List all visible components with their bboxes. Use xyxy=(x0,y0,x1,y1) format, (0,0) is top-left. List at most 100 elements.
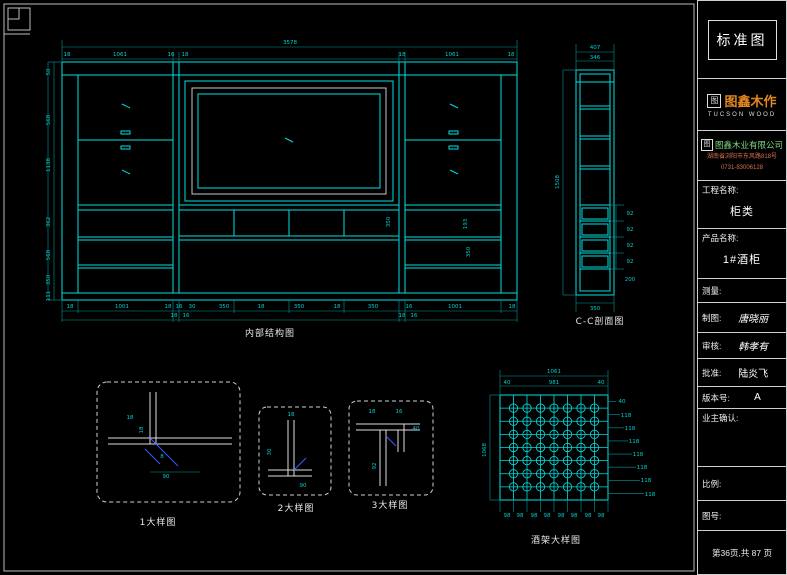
brand-logo-icon: 图 xyxy=(707,93,722,108)
field-reviewer-signature: 韩孝有 xyxy=(738,342,769,353)
field-version-label: 版本号: xyxy=(702,392,730,403)
svg-text:346: 346 xyxy=(590,55,601,61)
svg-text:118: 118 xyxy=(645,492,656,498)
svg-text:18: 18 xyxy=(67,304,74,310)
title-block: 标准图 图 图鑫木作 TUCSON WOOD 图 图鑫木业有限公司 湖南省浏阳市… xyxy=(697,0,787,575)
svg-text:18: 18 xyxy=(258,304,265,310)
svg-text:18: 18 xyxy=(399,313,406,319)
svg-text:98: 98 xyxy=(504,513,511,519)
svg-text:111: 111 xyxy=(46,291,52,302)
svg-text:18: 18 xyxy=(508,52,515,58)
svg-text:18: 18 xyxy=(334,304,341,310)
svg-text:350: 350 xyxy=(386,216,392,227)
svg-text:18: 18 xyxy=(509,304,516,310)
svg-text:200: 200 xyxy=(625,277,636,283)
svg-text:98: 98 xyxy=(571,513,578,519)
detail-3 xyxy=(348,400,434,496)
svg-text:18: 18 xyxy=(399,52,406,58)
svg-text:16: 16 xyxy=(411,313,418,319)
company-info-cell: 图 图鑫木业有限公司 湖南省浏阳市东风路818号 0731-83006128 xyxy=(698,131,786,181)
company-address: 湖南省浏阳市东风路818号 xyxy=(706,154,777,161)
brand-name-en: TUCSON WOOD xyxy=(707,112,777,118)
view-label-main: 内部结构图 xyxy=(245,327,295,339)
svg-text:118: 118 xyxy=(641,478,652,484)
svg-text:568: 568 xyxy=(46,249,52,260)
company-phone: 0731-83006128 xyxy=(720,164,764,171)
svg-text:16: 16 xyxy=(168,52,175,58)
svg-text:1068: 1068 xyxy=(482,443,488,457)
sheet-frame xyxy=(3,3,695,572)
svg-text:18: 18 xyxy=(288,412,295,418)
field-product-value: 1#酒柜 xyxy=(722,254,762,266)
field-draftsman-signature: 唐晓丽 xyxy=(738,314,769,325)
svg-text:350: 350 xyxy=(294,304,305,310)
view-label-section: C-C剖面图 xyxy=(576,315,625,327)
svg-text:18: 18 xyxy=(165,304,172,310)
field-approver: 批准: 陆炎飞 xyxy=(698,359,786,387)
page-indicator: 第36页,共 87 页 xyxy=(712,547,772,558)
svg-text:18: 18 xyxy=(369,409,376,415)
svg-text:98: 98 xyxy=(558,513,565,519)
field-product-name: 产品名称: 1#酒柜 xyxy=(698,229,786,279)
field-measure: 测量: xyxy=(698,279,786,303)
svg-text:1001: 1001 xyxy=(115,304,129,310)
winerack-detail xyxy=(499,394,644,512)
svg-text:40: 40 xyxy=(413,426,420,432)
dimension-lines xyxy=(47,40,624,501)
svg-text:118: 118 xyxy=(629,439,640,445)
svg-text:40: 40 xyxy=(619,399,626,405)
svg-text:50: 50 xyxy=(46,68,52,75)
svg-text:16: 16 xyxy=(396,409,403,415)
sheet-type-cell: 标准图 xyxy=(698,1,786,79)
svg-text:568: 568 xyxy=(46,114,52,125)
field-version: 版本号: A xyxy=(698,387,786,409)
svg-text:92: 92 xyxy=(627,243,634,249)
svg-text:3578: 3578 xyxy=(283,40,297,46)
svg-text:90: 90 xyxy=(300,483,307,489)
company-name: 图鑫木业有限公司 xyxy=(714,140,783,151)
field-owner-confirm: 业主确认: xyxy=(698,409,786,467)
brand-name: 图鑫木作 xyxy=(724,94,777,109)
section-cc xyxy=(575,69,615,296)
svg-text:1061: 1061 xyxy=(547,369,561,375)
view-label-winerack: 酒架大样图 xyxy=(531,534,581,546)
svg-text:18: 18 xyxy=(127,415,134,421)
detail-1-joint-lines xyxy=(144,437,179,467)
brand-logo-cell: 图 图鑫木作 TUCSON WOOD xyxy=(698,79,786,131)
field-project-value: 柜类 xyxy=(730,206,754,218)
svg-text:18: 18 xyxy=(182,52,189,58)
svg-text:350: 350 xyxy=(46,274,52,285)
svg-text:98: 98 xyxy=(585,513,592,519)
svg-text:30: 30 xyxy=(189,304,196,310)
svg-text:90: 90 xyxy=(163,474,170,480)
svg-text:40: 40 xyxy=(504,380,511,386)
winerack-grid xyxy=(500,395,608,500)
svg-text:98: 98 xyxy=(598,513,605,519)
svg-text:193: 193 xyxy=(463,218,469,229)
field-draftsman-label: 制图: xyxy=(702,312,722,323)
svg-text:40: 40 xyxy=(598,380,605,386)
svg-text:1508: 1508 xyxy=(555,175,561,189)
svg-text:16: 16 xyxy=(183,313,190,319)
field-owner-confirm-label: 业主确认: xyxy=(702,413,739,423)
svg-text:350: 350 xyxy=(590,306,601,312)
field-drawing-no-label: 图号: xyxy=(702,510,722,521)
view-label-detail3: 3大样图 xyxy=(372,499,409,511)
field-draftsman: 制图: 唐晓丽 xyxy=(698,303,786,333)
svg-text:118: 118 xyxy=(633,452,644,458)
svg-text:8: 8 xyxy=(160,454,164,460)
detail-2 xyxy=(258,406,332,496)
svg-text:1138: 1138 xyxy=(46,158,52,172)
view-label-detail2: 2大样图 xyxy=(278,502,315,514)
svg-text:118: 118 xyxy=(625,426,636,432)
detail-1 xyxy=(96,381,241,503)
svg-text:92: 92 xyxy=(627,227,634,233)
svg-text:18: 18 xyxy=(171,313,178,319)
svg-text:30: 30 xyxy=(267,448,273,455)
view-label-detail1: 1大样图 xyxy=(140,516,177,528)
main-elevation xyxy=(61,61,518,301)
svg-text:981: 981 xyxy=(549,380,560,386)
cad-drawing: 3578181061161818106118505681138362568350… xyxy=(3,3,695,572)
